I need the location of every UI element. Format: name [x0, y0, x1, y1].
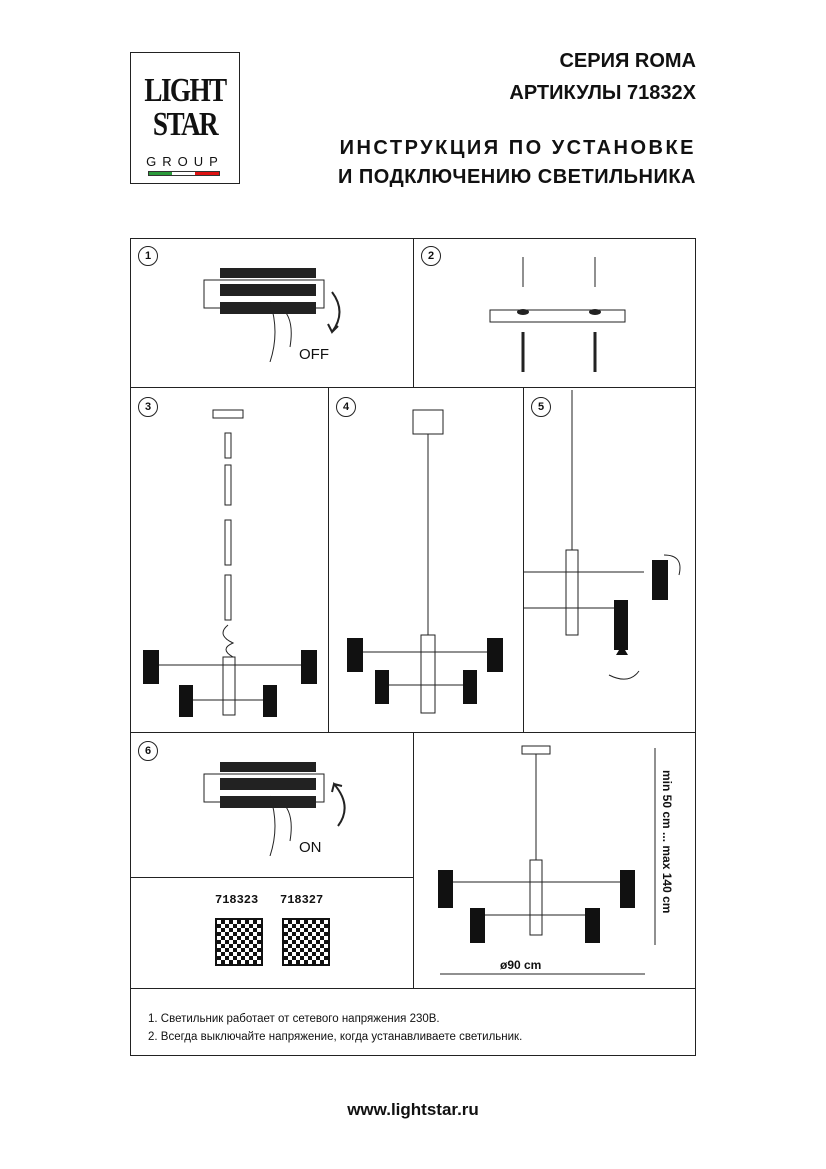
series-title: СЕРИЯ ROMA: [559, 50, 696, 72]
website-link[interactable]: www.lightstar.ru: [347, 1100, 479, 1119]
divider: [413, 732, 414, 988]
breaker-off-illustration: [203, 268, 341, 362]
breaker-on-illustration: [203, 762, 346, 856]
articles-title: АРТИКУЛЫ 71832X: [509, 82, 696, 104]
step-number-6: 6: [138, 741, 158, 761]
hanging-fixture-illustration: [347, 409, 503, 714]
step-number-4: 4: [336, 397, 356, 417]
off-label: OFF: [299, 346, 329, 363]
divider: [328, 387, 329, 732]
article-code: 718327: [280, 893, 324, 907]
article-code: 718323: [215, 893, 259, 907]
logo-line1: LIGHT: [144, 72, 227, 109]
logo-line2: STAR: [152, 106, 219, 143]
divider: [523, 387, 524, 732]
step-number-5: 5: [531, 397, 551, 417]
note-1: 1. Светильник работает от сетевого напря…: [148, 1013, 440, 1025]
step-number-3: 3: [138, 397, 158, 417]
step-number-1: 1: [138, 246, 158, 266]
instruction-title-2: И ПОДКЛЮЧЕНИЮ СВЕТИЛЬНИКА: [337, 166, 696, 188]
logo-line3: GROUP: [146, 154, 224, 169]
qr-code[interactable]: [282, 918, 330, 966]
divider: [130, 877, 413, 878]
rod-assembly-illustration: [143, 409, 317, 717]
on-label: ON: [299, 839, 322, 856]
height-label: min 50 cm ... max 140 cm: [660, 770, 674, 914]
brand-logo: LIGHT STAR GROUP: [130, 52, 240, 184]
dimension-drawing: [438, 745, 656, 975]
divider: [130, 387, 696, 388]
note-2: 2. Всегда выключайте напряжение, когда у…: [148, 1031, 523, 1043]
notes: 1. Светильник работает от сетевого напря…: [148, 1010, 522, 1046]
instruction-title-1: ИНСТРУКЦИЯ ПО УСТАНОВКЕ: [339, 137, 696, 159]
divider: [130, 988, 696, 989]
italian-flag-stripe: [148, 171, 220, 176]
qr-code[interactable]: [215, 918, 263, 966]
mounting-bracket-illustration: [489, 257, 626, 372]
shade-install-illustration: [524, 390, 681, 680]
diameter-label: ø90 cm: [500, 958, 542, 972]
step-number-2: 2: [421, 246, 441, 266]
divider: [413, 238, 414, 387]
